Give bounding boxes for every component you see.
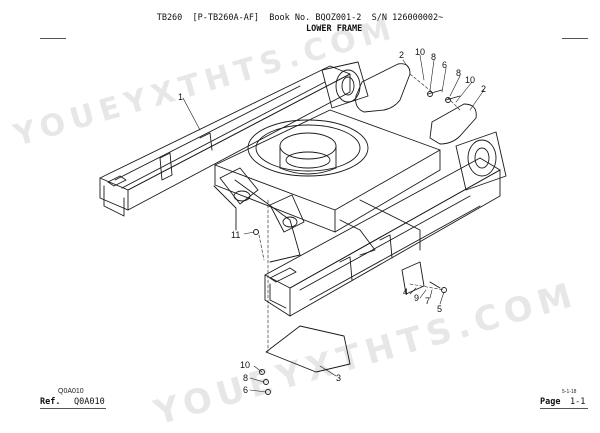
callout-label: 1 bbox=[178, 92, 183, 102]
footer-page-label: Page bbox=[540, 397, 561, 407]
footer-rule-right bbox=[540, 408, 588, 409]
right-track-beam bbox=[264, 157, 501, 317]
callout-label: 9 bbox=[414, 293, 419, 303]
callout-label: 8 bbox=[456, 68, 461, 78]
callout-label: 8 bbox=[431, 52, 436, 62]
left-track-beam bbox=[99, 65, 351, 217]
callout-label: 4 bbox=[403, 287, 408, 297]
footer-page-value: 1-1 bbox=[570, 397, 586, 407]
cover-plate-lower bbox=[429, 103, 477, 145]
parts-diagram-sheet: YOUEYXTHTS.COM YOUEYXTHTS.COM TB260 [P-T… bbox=[10, 11, 588, 433]
section-title: LOWER FRAME bbox=[306, 24, 363, 34]
callout-label: 11 bbox=[231, 230, 240, 240]
footer-revision: 5-1-18 bbox=[562, 389, 577, 395]
callout-label: 3 bbox=[336, 373, 341, 383]
blade-pivot-brackets bbox=[213, 167, 305, 233]
callout-leaders bbox=[182, 54, 485, 393]
page-header-title: TB260 [P-TB260A-AF] Book No. BQOZ001-2 S… bbox=[156, 13, 444, 23]
side-bracket-plate bbox=[401, 261, 425, 295]
footer-rule-left bbox=[40, 408, 106, 409]
callout-label: 2 bbox=[399, 50, 404, 60]
center-frame bbox=[214, 109, 441, 263]
assembly-lines bbox=[257, 73, 461, 353]
callout-label: 8 bbox=[243, 373, 248, 383]
callout-label: 2 bbox=[481, 84, 486, 94]
lower-frame-exploded-diagram: 1 2 10 8 6 8 10 2 11 4 9 7 5 3 10 8 6 bbox=[99, 47, 507, 395]
callout-label: 5 bbox=[437, 304, 442, 314]
cover-plate-upper bbox=[355, 63, 411, 113]
swing-bearing-ring bbox=[247, 119, 369, 177]
callout-label: 7 bbox=[425, 296, 430, 306]
callout-label: 6 bbox=[442, 60, 447, 70]
bolt-sets bbox=[253, 89, 461, 395]
callout-label: 10 bbox=[415, 47, 425, 57]
callout-label: 10 bbox=[240, 360, 250, 370]
footer-ref-label: Ref. bbox=[40, 397, 61, 407]
callout-label: 6 bbox=[243, 385, 248, 395]
footer-ref-value: Q0A010 bbox=[74, 397, 105, 407]
footer-drawing-code: Q0A010 bbox=[58, 388, 84, 395]
header-rule-right bbox=[562, 38, 588, 39]
callout-label: 10 bbox=[465, 75, 475, 85]
header-rule-left bbox=[40, 38, 66, 39]
front-sprocket-housing bbox=[455, 131, 507, 191]
bottom-access-cover bbox=[265, 325, 351, 373]
